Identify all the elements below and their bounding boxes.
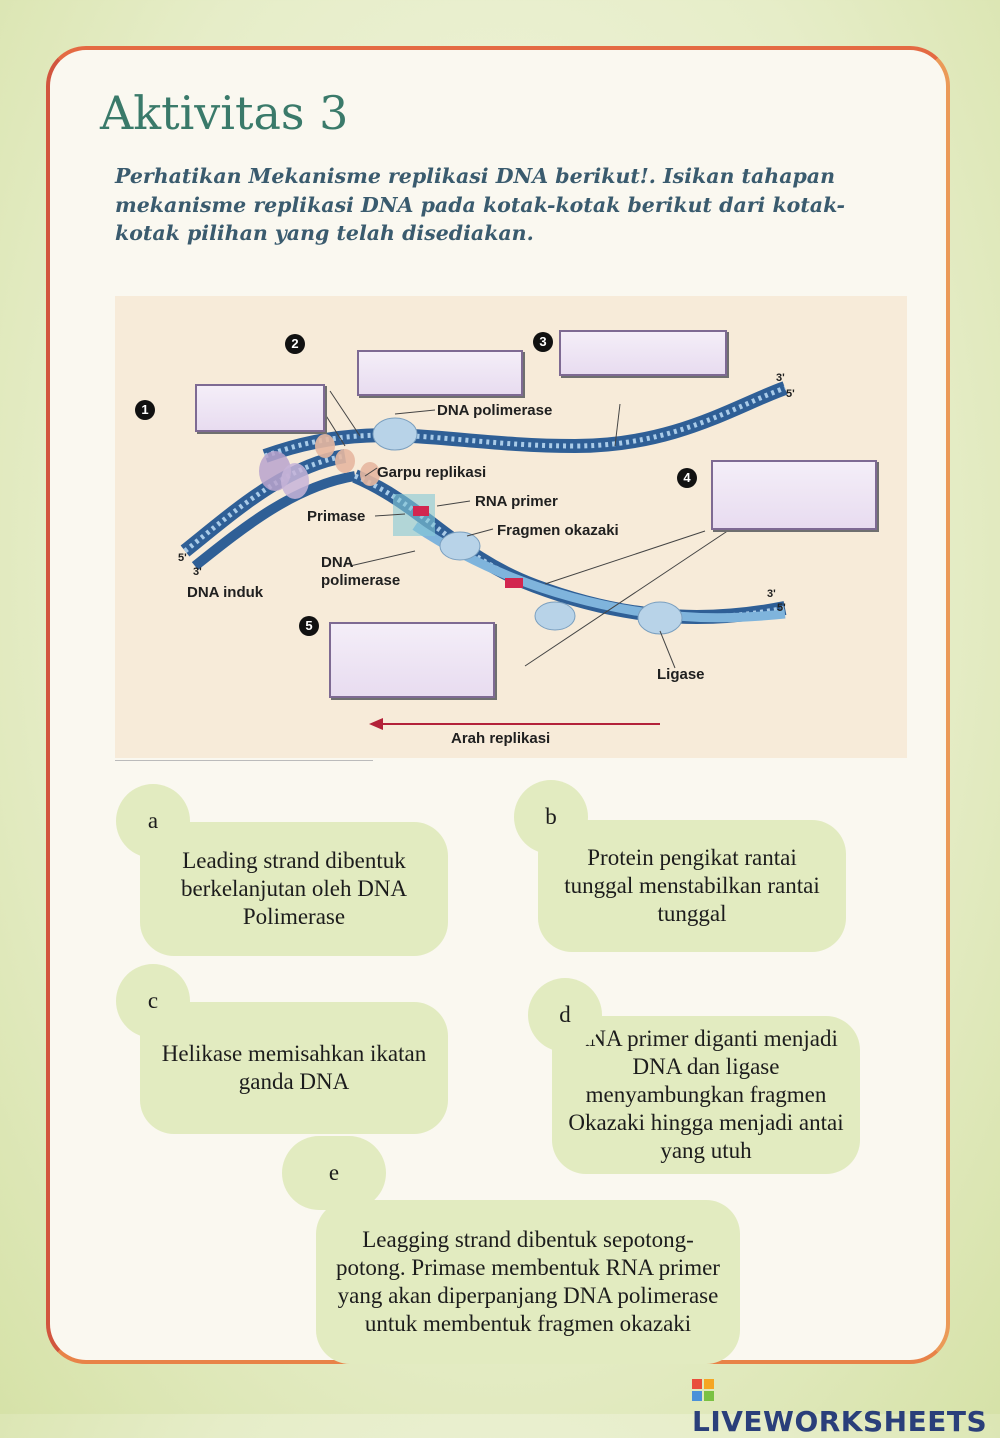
instruction-text: Perhatikan Mekanisme replikasi DNA berik… [115,164,845,245]
answer-box-4[interactable] [711,460,877,530]
label-rna-primer: RNA primer [475,493,558,510]
option-b-letter: b [545,804,557,829]
option-d-card[interactable]: RNA primer diganti menjadi DNA dan ligas… [552,1016,860,1174]
answer-box-3[interactable] [559,330,727,376]
label-garpu-replikasi: Garpu replikasi [377,464,487,481]
label-3prime-left: 3' [193,566,202,578]
answer-box-5[interactable] [329,622,495,698]
label-dna-induk: DNA induk [187,584,264,601]
dna-replication-figure: 1 2 3 4 5 DNA polimerase Garpu replikasi… [115,296,907,758]
option-c-letter-badge: c [116,964,190,1038]
label-arah-replikasi: Arah replikasi [451,730,551,747]
brand-text: LIVEWORKSHEETS [692,1405,988,1438]
option-e-letter: e [328,1160,340,1185]
option-a-text: Leading strand dibentuk berkelanjutan ol… [180,848,408,929]
option-d-letter: d [559,1002,571,1027]
option-a-letter: a [147,808,159,833]
label-fragmen-okazaki: Fragmen okazaki [497,522,619,539]
liveworksheets-icon [692,1379,714,1401]
dna-diagram-svg [180,381,788,730]
option-b-text: Protein pengikat rantai tunggal menstabi… [564,845,820,926]
answer-box-1[interactable] [195,384,325,432]
option-c-card[interactable]: Helikase memisahkan ikatan ganda DNA [140,1002,448,1134]
label-5prime-left: 5' [178,552,187,564]
option-e-letter-badge: e [282,1136,386,1210]
label-ligase: Ligase [657,666,705,683]
label-dna-polimerase-mid-1: DNA [321,554,354,571]
answer-box-2[interactable] [357,350,523,396]
label-dna-polimerase-top: DNA polimerase [437,402,553,419]
marker-4: 4 [677,468,697,488]
leading-strand [262,381,788,463]
label-3prime-right: 3' [767,588,776,600]
marker-1: 1 [135,400,155,420]
option-c-text: Helikase memisahkan ikatan ganda DNA [161,1041,427,1094]
marker-2: 2 [285,334,305,354]
option-c-letter: c [147,988,159,1013]
label-5prime-right: 5' [777,602,786,614]
marker-3: 3 [533,332,553,352]
marker-5: 5 [299,616,319,636]
option-b-card[interactable]: Protein pengikat rantai tunggal menstabi… [538,820,846,952]
option-a-card[interactable]: Leading strand dibentuk berkelanjutan ol… [140,822,448,956]
option-e-card[interactable]: Leagging strand dibentuk sepotong-potong… [316,1200,740,1364]
option-d-letter-badge: d [528,978,602,1052]
label-dna-polimerase-mid-2: polimerase [321,572,401,589]
label-5prime-top: 5' [786,388,795,400]
label-3prime-top: 3' [776,372,785,384]
option-e-text: Leagging strand dibentuk sepotong-potong… [336,1227,720,1336]
figure-underline [115,760,373,761]
liveworksheets-logo: LIVEWORKSHEETS [692,1372,1000,1438]
label-primase: Primase [307,508,366,525]
option-d-text: RNA primer diganti menjadi DNA dan ligas… [568,1026,844,1163]
option-a-letter-badge: a [116,784,190,858]
page-title: Aktivitas 3 [100,86,349,140]
option-b-letter-badge: b [514,780,588,854]
